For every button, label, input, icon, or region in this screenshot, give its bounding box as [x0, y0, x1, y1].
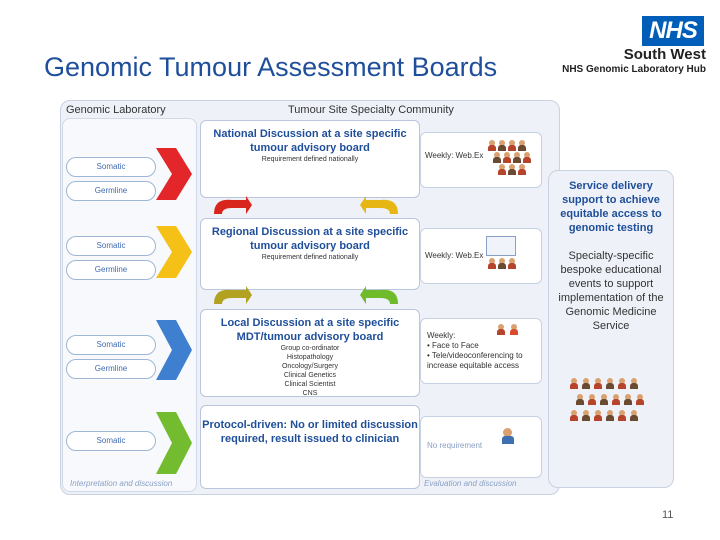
pill-somatic: Somatic — [66, 335, 156, 355]
board-national-title: National Discussion at a site specific t… — [213, 128, 407, 154]
meeting-local: Weekly: • Face to Face • Tele/videoconfe… — [420, 318, 542, 384]
green-curved-arrow-icon — [360, 286, 398, 304]
pill-germline: Germline — [66, 359, 156, 379]
nhs-region-label: South West — [623, 46, 706, 63]
meeting-protocol-label: No requirement — [427, 441, 483, 450]
blue-chevron-icon — [156, 320, 192, 380]
meeting-local-item-1: • Face to Face — [427, 341, 479, 350]
pill-somatic: Somatic — [66, 236, 156, 256]
nhs-logo: NHS — [642, 16, 704, 46]
board-local-title: Local Discussion at a site specific MDT/… — [220, 317, 400, 343]
board-protocol-title: Protocol-driven: No or limited discussio… — [202, 419, 418, 445]
lab-column-header: Genomic Laboratory — [66, 104, 166, 116]
pill-germline: Germline — [66, 260, 156, 280]
slide-title: Genomic Tumour Assessment Boards — [44, 52, 498, 82]
lab-footer-note: Interpretation and discussion — [70, 479, 173, 488]
board-local-sub-4: Clinical Genetics — [283, 372, 337, 379]
board-local-sub-2: Histopathology — [286, 354, 334, 361]
board-regional-sub: Requirement defined nationally — [261, 254, 359, 261]
pill-germline: Germline — [66, 181, 156, 201]
red-curved-arrow-icon — [214, 196, 252, 214]
education-panel-heading: Service delivery support to achieve equi… — [560, 180, 662, 234]
meeting-protocol: No requirement — [420, 416, 542, 478]
community-column-header: Tumour Site Specialty Community — [288, 104, 454, 116]
board-local: Local Discussion at a site specific MDT/… — [200, 309, 420, 397]
board-local-sub-6: CNS — [302, 390, 318, 397]
meeting-regional-label: Weekly: Web.Ex — [425, 251, 484, 260]
yellow-chevron-icon — [156, 226, 192, 278]
education-panel: Service delivery support to achieve equi… — [548, 170, 674, 488]
board-protocol: Protocol-driven: No or limited discussio… — [200, 405, 420, 489]
olive-curved-arrow-icon — [214, 286, 252, 304]
board-local-sub-3: Oncology/Surgery — [281, 363, 339, 370]
board-regional-title: Regional Discussion at a site specific t… — [211, 226, 409, 252]
meeting-national-label: Weekly: Web.Ex — [425, 151, 484, 160]
board-national: National Discussion at a site specific t… — [200, 120, 420, 198]
green-chevron-icon — [156, 412, 192, 474]
board-regional: Regional Discussion at a site specific t… — [200, 218, 420, 290]
education-panel-body: Specialty-specific bespoke educational e… — [558, 250, 664, 332]
board-local-sub-5: Clinical Scientist — [284, 381, 336, 388]
meeting-local-label: Weekly: — [427, 331, 456, 340]
board-local-sub-1: Group co-ordinator — [280, 345, 340, 352]
meeting-regional: Weekly: Web.Ex — [420, 228, 542, 284]
meeting-footer-note: Evaluation and discussion — [424, 479, 517, 488]
page-number: 11 — [662, 509, 674, 521]
board-national-sub: Requirement defined nationally — [261, 156, 359, 163]
nhs-hub-label: NHS Genomic Laboratory Hub — [562, 64, 706, 75]
yellow-curved-arrow-icon — [360, 196, 398, 214]
meeting-local-item-2: • Tele/videoconferencing to increase equ… — [427, 351, 523, 370]
red-chevron-icon — [156, 148, 192, 200]
pill-somatic: Somatic — [66, 431, 156, 451]
pill-somatic: Somatic — [66, 157, 156, 177]
